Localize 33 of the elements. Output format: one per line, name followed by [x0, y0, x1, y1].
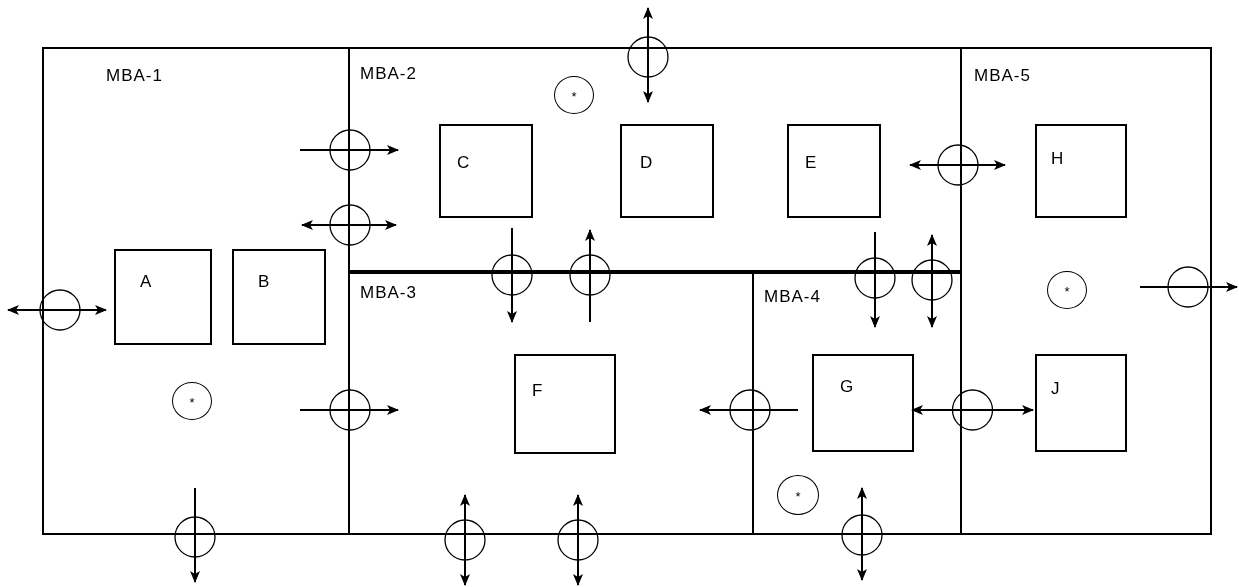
flow-arrow: [911, 389, 1034, 431]
star-mark: *: [189, 393, 195, 412]
unit-box: [1035, 124, 1127, 218]
unit-box: [232, 249, 326, 345]
area-box: [348, 47, 962, 274]
box-label: J: [1051, 380, 1060, 398]
box-label: G: [840, 378, 854, 396]
area-label: MBA-2: [360, 65, 417, 83]
box-label: H: [1051, 150, 1064, 168]
unit-box: [620, 124, 714, 218]
box-label: B: [258, 273, 270, 291]
area-label: MBA-4: [764, 288, 821, 306]
area-box: [42, 47, 350, 535]
unit-box: [787, 124, 881, 218]
unit-box: [1035, 354, 1127, 452]
area-box: [348, 270, 754, 535]
star-mark: *: [795, 487, 801, 506]
area-label: MBA-1: [106, 67, 163, 85]
box-label: E: [805, 154, 817, 172]
unit-box: [812, 354, 914, 452]
area-label: MBA-3: [360, 284, 417, 302]
box-label: C: [457, 154, 470, 172]
box-label: A: [140, 273, 152, 291]
unit-box: [114, 249, 212, 345]
box-label: F: [532, 382, 543, 400]
star-mark: *: [571, 87, 577, 106]
unit-box: [439, 124, 533, 218]
area-box: [960, 47, 1212, 535]
area-label: MBA-5: [974, 67, 1031, 85]
unit-box: [514, 354, 616, 454]
box-label: D: [640, 154, 653, 172]
star-mark: *: [1064, 282, 1070, 301]
area-box: [752, 270, 962, 535]
